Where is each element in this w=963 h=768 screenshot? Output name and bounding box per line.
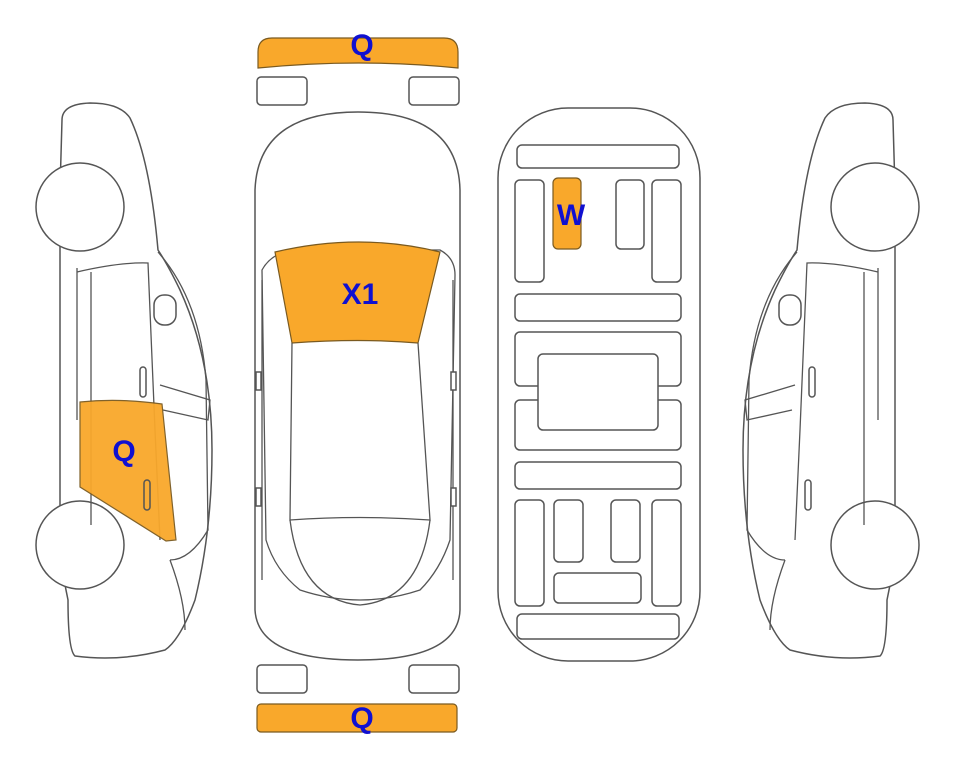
- left-rear-door-label: Q: [112, 435, 136, 468]
- car-left-side-view: [35, 102, 213, 659]
- rear-light-right: [408, 664, 460, 694]
- left-rear-door[interactable]: [79, 399, 177, 542]
- front-bumper[interactable]: [257, 37, 459, 69]
- car-underbody-view: [497, 107, 701, 662]
- windshield-label: X1: [341, 278, 379, 311]
- rear-light-left: [256, 664, 308, 694]
- underbody-panel-label: W: [556, 199, 586, 232]
- rear-bumper-label: Q: [350, 702, 374, 735]
- front-light-right: [408, 76, 460, 106]
- car-top-view: [254, 111, 461, 661]
- underbody-panel[interactable]: [552, 177, 582, 250]
- car-right-side-view: [742, 102, 920, 659]
- front-bumper-label: Q: [350, 29, 374, 62]
- front-light-left: [256, 76, 308, 106]
- rear-bumper[interactable]: [256, 703, 458, 733]
- windshield[interactable]: [274, 241, 441, 344]
